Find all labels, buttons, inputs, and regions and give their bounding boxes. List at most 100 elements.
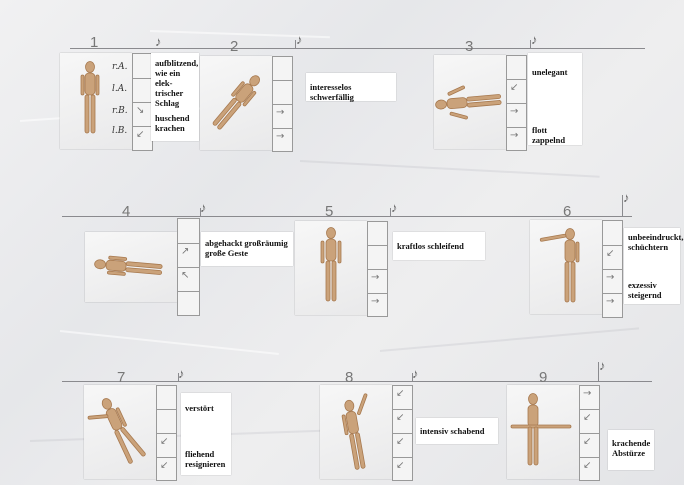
- description-card: kraftlos schleifend: [393, 232, 485, 260]
- mannequin-figure: [200, 56, 272, 150]
- music-note-icon: ♪: [599, 358, 606, 374]
- description-text: exzessiv steigernd: [628, 280, 680, 300]
- mannequin-figure: [530, 220, 602, 314]
- arrow-icon: →: [276, 107, 284, 118]
- limb-label-right-arm: r.A.: [112, 62, 128, 72]
- arrow-icon: →: [371, 272, 379, 283]
- mannequin-figure: [507, 385, 579, 479]
- limb-label-right-leg: r.B.: [112, 106, 128, 116]
- limb-direction-column: → →: [272, 56, 293, 152]
- scene-number: 5: [325, 203, 333, 220]
- timeline-row-3: [62, 381, 652, 382]
- music-note-icon: ♪: [412, 366, 419, 382]
- arrow-icon: →: [606, 296, 614, 307]
- scene-number: 7: [117, 369, 125, 386]
- description-text: unbeeindruckt, schüchtern: [628, 232, 680, 252]
- music-note-icon: ♪: [296, 32, 303, 48]
- description-card: interesselos schwerfällig: [306, 73, 396, 101]
- arrow-icon: ↗: [181, 246, 189, 257]
- description-text: intensiv schabend: [420, 426, 498, 436]
- mannequin-figure: [84, 385, 156, 479]
- limb-direction-column: ↙ → →: [602, 220, 623, 318]
- music-note-icon: ♪: [155, 34, 162, 50]
- music-note-icon: ♪: [623, 190, 630, 206]
- timeline-row-2: [62, 216, 632, 217]
- description-text: kraftlos schleifend: [397, 241, 485, 251]
- mannequin-photo: [295, 221, 367, 315]
- arrow-icon: ↙: [396, 412, 404, 423]
- limb-direction-column: ↘ ↙: [132, 53, 153, 151]
- music-note-icon: ♪: [391, 200, 398, 216]
- arrow-down-icon: ↘: [136, 105, 144, 116]
- music-note-icon: ♪: [531, 32, 538, 48]
- arrow-icon: ↙: [160, 460, 168, 471]
- arrow-icon: →: [583, 388, 591, 399]
- limb-direction-column: ↗ ↖: [177, 218, 200, 316]
- description-card: intensiv schabend: [416, 418, 498, 444]
- limb-direction-column: → →: [367, 221, 388, 317]
- description-text: aufblitzend, wie ein elek-trischer Schla…: [155, 58, 199, 108]
- arrow-icon: →: [510, 106, 518, 117]
- arrow-icon: ↙: [396, 460, 404, 471]
- mannequin-figure: [295, 221, 367, 315]
- description-card: krachende Abstürze: [608, 430, 654, 470]
- limb-direction-column: ↙ ↙ ↙ ↙: [392, 385, 413, 481]
- arrow-icon: →: [510, 130, 518, 141]
- arrow-icon: →: [371, 296, 379, 307]
- arrow-icon: ↙: [136, 129, 144, 140]
- mannequin-photo: [530, 220, 602, 314]
- limb-direction-column: ↙ ↙: [156, 385, 177, 481]
- arrow-icon: ↙: [583, 436, 591, 447]
- mannequin-photo: [85, 232, 177, 302]
- description-text: flott zappelnd: [532, 125, 582, 145]
- limb-direction-column: ↙ → →: [506, 55, 527, 151]
- scene-number: 1: [90, 34, 98, 51]
- description-text: verstört: [185, 403, 231, 413]
- scene-number: 9: [539, 369, 547, 386]
- mannequin-photo: [320, 385, 392, 479]
- paper-crease: [300, 160, 600, 178]
- mannequin-figure: [320, 385, 392, 479]
- limb-direction-column: → ↙ ↙ ↙: [579, 385, 600, 481]
- mannequin-photo: [84, 385, 156, 479]
- description-text: interesselos schwerfällig: [310, 82, 396, 102]
- arrow-icon: ↙: [396, 388, 404, 399]
- mannequin-figure: [85, 232, 177, 302]
- description-text: fliehend resignieren: [185, 449, 231, 469]
- arrow-icon: ↙: [160, 436, 168, 447]
- description-card: verstört fliehend resignieren: [181, 393, 231, 475]
- mannequin-photo: [507, 385, 579, 479]
- arrow-icon: ↙: [510, 82, 518, 93]
- description-card: unbeeindruckt, schüchtern exzessiv steig…: [624, 228, 680, 304]
- scene-number: 6: [563, 203, 571, 220]
- arrow-icon: →: [276, 131, 284, 142]
- description-text: unelegant: [532, 67, 582, 77]
- mannequin-figure: [434, 55, 506, 149]
- description-card: aufblitzend, wie ein elek-trischer Schla…: [151, 53, 199, 141]
- arrow-icon: ↙: [606, 248, 614, 259]
- limb-label-left-arm: l.A.: [112, 84, 127, 94]
- mannequin-photo: [434, 55, 506, 149]
- mannequin-photo: [200, 56, 272, 150]
- paper-crease: [150, 30, 330, 38]
- scene-number: 2: [230, 38, 238, 55]
- description-card: abgehackt großräumig große Geste: [201, 232, 293, 266]
- arrow-icon: ↖: [181, 270, 189, 281]
- limb-label-left-leg: l.B.: [112, 126, 127, 136]
- description-text: krachende Abstürze: [612, 438, 654, 458]
- paper-crease: [30, 430, 330, 442]
- scene-number: 4: [122, 203, 130, 220]
- scene-number: 8: [345, 369, 353, 386]
- paper-crease: [60, 330, 279, 355]
- arrow-icon: ↙: [396, 436, 404, 447]
- music-note-icon: ♪: [200, 200, 207, 216]
- music-note-icon: ♪: [178, 366, 185, 382]
- scene-number: 3: [465, 38, 473, 55]
- description-card: unelegant flott zappelnd: [528, 53, 582, 145]
- arrow-icon: ↙: [583, 460, 591, 471]
- arrow-icon: ↙: [583, 412, 591, 423]
- description-text: abgehackt großräumig große Geste: [205, 238, 293, 258]
- arrow-icon: →: [606, 272, 614, 283]
- description-text: huschend krachen: [155, 113, 199, 133]
